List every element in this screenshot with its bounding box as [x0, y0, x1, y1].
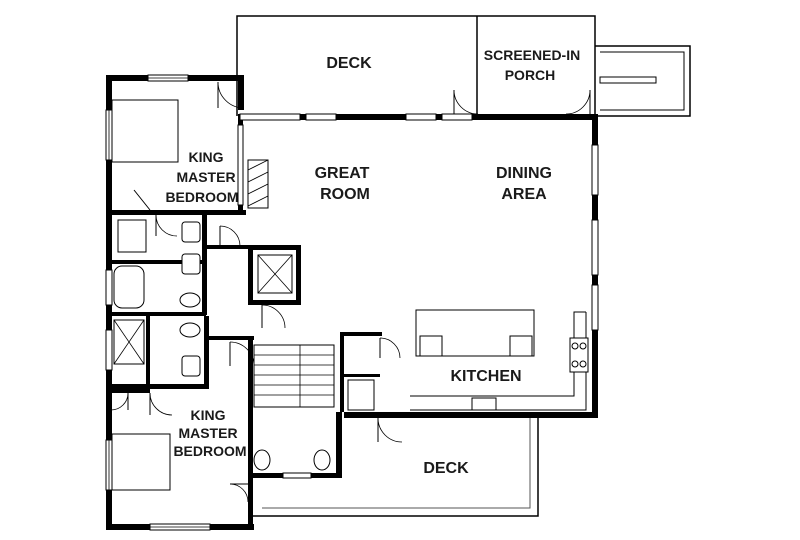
master-bedroom-upper-label-1: KING: [189, 149, 224, 165]
dining-area-label-1: DINING: [496, 165, 552, 182]
deck-outlines: [236, 15, 691, 517]
screened-porch-label-2: PORCH: [505, 67, 556, 83]
screened-porch-label-1: SCREENED-IN: [484, 47, 580, 63]
kitchen-sink: [471, 397, 497, 411]
master-bedroom-upper-label-3: BEDROOM: [165, 189, 238, 205]
staircase: [253, 344, 335, 408]
shower-icon: [113, 319, 145, 365]
doors: [110, 81, 591, 503]
toilet: [179, 292, 201, 308]
cooktop-icon: [569, 337, 589, 373]
great-room-label-1: GREAT: [315, 165, 370, 182]
master-bedroom-lower-label-2: MASTER: [178, 425, 237, 441]
great-room-label-2: ROOM: [320, 186, 370, 203]
master-bedroom-lower-label-3: BEDROOM: [173, 443, 246, 459]
sink: [181, 221, 201, 243]
elevator-icon: [257, 254, 293, 294]
windows: [105, 74, 599, 531]
bed-lower: [111, 433, 171, 491]
walls: [106, 75, 598, 530]
master-bedroom-lower-label-1: KING: [191, 407, 226, 423]
bathtub: [113, 265, 145, 309]
kitchen-label: KITCHEN: [450, 368, 521, 385]
deck-bottom-label: DECK: [423, 460, 469, 477]
fireplace-icon: [247, 159, 269, 209]
toilet: [313, 449, 331, 471]
fixtures: [111, 99, 589, 491]
sink: [181, 253, 201, 275]
master-bedroom-upper-label-2: MASTER: [176, 169, 235, 185]
kitchen-island: [415, 309, 535, 357]
toilet: [253, 449, 271, 471]
sink: [181, 355, 201, 377]
deck-top-label: DECK: [326, 55, 372, 72]
dining-area-label-2: AREA: [501, 186, 547, 203]
room-labels: DECK SCREENED-IN PORCH KING MASTER BEDRO…: [165, 47, 580, 477]
bed-upper: [111, 99, 179, 163]
toilet: [179, 322, 201, 338]
refrigerator: [347, 379, 375, 411]
